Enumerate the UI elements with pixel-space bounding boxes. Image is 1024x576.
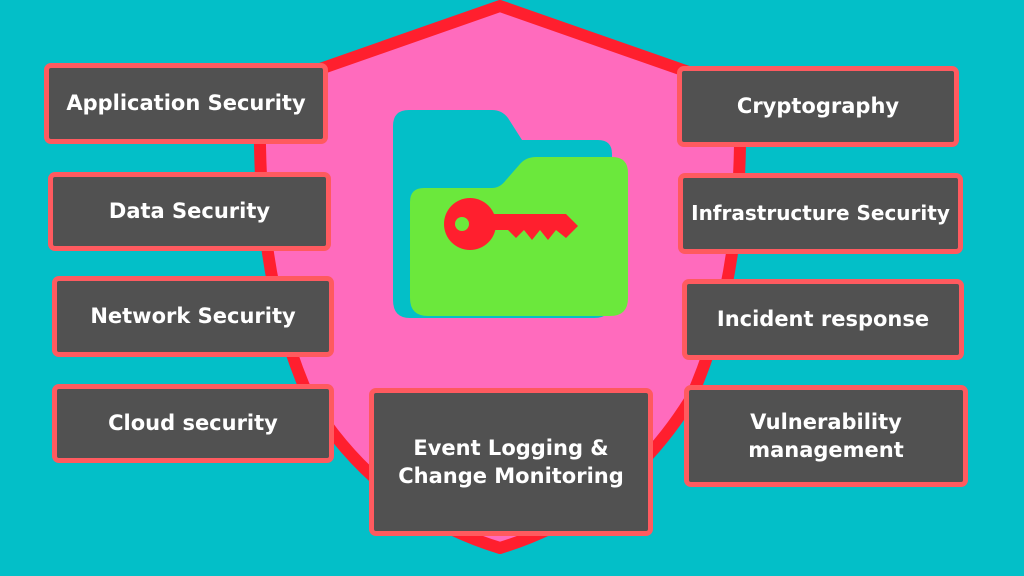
- application-security-label: Application Security: [66, 91, 306, 116]
- key-icon: [444, 198, 578, 250]
- vulnerability-management-box: Vulnerability management: [684, 385, 968, 487]
- network-security-box: Network Security: [52, 276, 334, 357]
- data-security-box: Data Security: [48, 172, 331, 251]
- cryptography-box: Cryptography: [677, 66, 959, 147]
- event-logging-label: Event Logging & Change Monitoring: [398, 435, 624, 488]
- event-logging-box: Event Logging & Change Monitoring: [369, 388, 653, 536]
- incident-response-box: Incident response: [682, 279, 964, 360]
- infrastructure-security-label: Infrastructure Security: [691, 201, 950, 225]
- key-hole: [455, 217, 469, 231]
- cloud-security-box: Cloud security: [52, 384, 334, 463]
- cryptography-label: Cryptography: [736, 94, 900, 119]
- folder-icon: [393, 110, 628, 318]
- infrastructure-security-box: Infrastructure Security: [678, 173, 963, 254]
- vulnerability-management-label: Vulnerability management: [748, 409, 904, 462]
- network-security-label: Network Security: [90, 304, 296, 329]
- incident-response-label: Incident response: [716, 307, 930, 332]
- cloud-security-label: Cloud security: [108, 411, 278, 436]
- application-security-box: Application Security: [44, 63, 328, 144]
- data-security-label: Data Security: [108, 199, 271, 224]
